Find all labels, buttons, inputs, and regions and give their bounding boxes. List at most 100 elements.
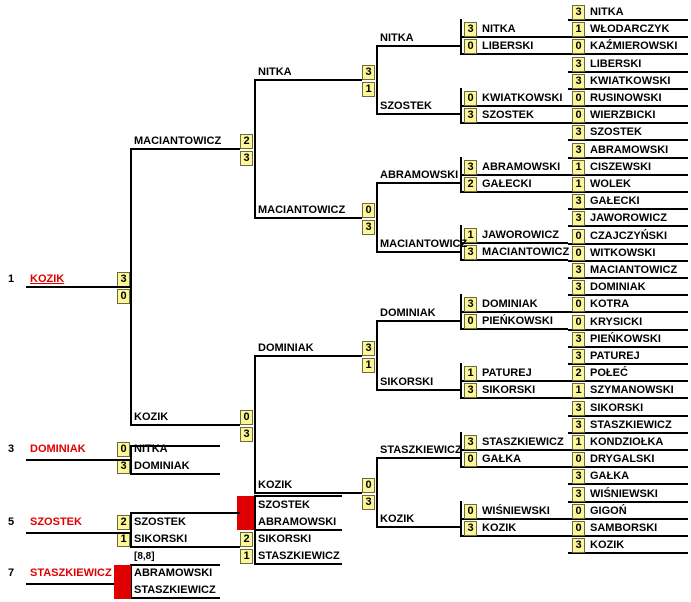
score-box: 0 xyxy=(464,452,477,467)
score-box: 3 xyxy=(572,263,585,278)
round1-player: JAWOROWICZ xyxy=(482,229,559,241)
score-box: 0 xyxy=(362,478,375,493)
round0-player: RUSINOWSKI xyxy=(590,92,662,104)
round3-player: NITKA xyxy=(258,66,292,78)
third-connector xyxy=(130,445,132,475)
round4-player: MACIANTOWICZ xyxy=(134,135,222,147)
round0-line xyxy=(568,243,688,245)
score-box: 3 xyxy=(572,211,585,226)
score-box: 1 xyxy=(572,383,585,398)
round2-connector xyxy=(376,320,378,391)
round2-player: STASZKIEWICZ xyxy=(380,444,462,456)
round1-player: KWIATKOWSKI xyxy=(482,92,563,104)
round0-line xyxy=(568,466,688,468)
round0-line xyxy=(568,139,688,141)
round2-line xyxy=(376,389,460,391)
round1-player: GAŁKA xyxy=(482,453,522,465)
round1-connector xyxy=(460,432,462,467)
score-box: 3 xyxy=(572,280,585,295)
round1-player: STASZKIEWICZ xyxy=(482,436,564,448)
round1-line xyxy=(460,380,568,382)
round1-player: ABRAMOWSKI xyxy=(482,161,561,173)
score-box: 3 xyxy=(572,74,585,89)
score-box: 3 xyxy=(572,349,585,364)
round0-line xyxy=(568,363,688,365)
round0-line xyxy=(568,225,688,227)
round2-connector xyxy=(376,182,378,253)
score-box: 1 xyxy=(572,160,585,175)
round0-player: DRYGALSKI xyxy=(590,453,655,465)
score-box: 3 xyxy=(362,220,375,235)
place-number-7: 7 xyxy=(8,567,15,579)
round0-line xyxy=(568,483,688,485)
round2-line xyxy=(376,526,460,528)
round1-line xyxy=(460,397,568,399)
round0-player: KOTRA xyxy=(590,298,630,310)
champion-line xyxy=(26,286,130,288)
place-number-3: 3 xyxy=(8,443,15,455)
round2-line xyxy=(376,182,460,184)
round1-line xyxy=(460,466,568,468)
round0-line xyxy=(568,191,688,193)
round1-connector xyxy=(460,501,462,536)
score-box: 0 xyxy=(464,504,477,519)
third-place-name: DOMINIAK xyxy=(30,443,86,455)
round0-line xyxy=(568,518,688,520)
score-box: 3 xyxy=(240,427,253,442)
third-player: NITKA xyxy=(134,443,168,455)
score-box: 3 xyxy=(464,160,477,175)
fifth-player: SZOSTEK xyxy=(134,516,186,528)
champion-name: KOZIK xyxy=(30,273,65,285)
round0-player: KONDZIOŁKA xyxy=(590,436,664,448)
score-box: 3 xyxy=(464,383,477,398)
round0-line xyxy=(568,449,688,451)
round0-player: GAŁKA xyxy=(590,470,630,482)
place-number-1: 1 xyxy=(8,273,15,285)
score-box: 3 xyxy=(572,57,585,72)
round3-player: KOZIK xyxy=(258,479,293,491)
fifth-line xyxy=(130,546,240,548)
round0-player: KWIATKOWSKI xyxy=(590,75,671,87)
round3-line xyxy=(254,492,362,494)
score-box: 3 xyxy=(572,5,585,20)
round3-player: DOMINIAK xyxy=(258,342,314,354)
round0-line xyxy=(568,71,688,73)
round2-line xyxy=(376,320,460,322)
round1-player: PATUREJ xyxy=(482,367,532,379)
round0-line xyxy=(568,122,688,124)
fifth-place-line xyxy=(26,532,130,534)
round0-player: WIŚNIEWSKI xyxy=(590,488,658,500)
round2-line xyxy=(376,457,460,459)
fifth-line xyxy=(130,512,240,514)
round0-player: KRYSICKI xyxy=(590,316,643,328)
round1-line xyxy=(460,449,568,451)
round1-line xyxy=(460,36,568,38)
score-box: 3 xyxy=(464,435,477,450)
round0-player: KAŹMIEROWSKI xyxy=(590,40,678,52)
score-box: 3 xyxy=(572,332,585,347)
round0-line xyxy=(568,157,688,159)
score-box: 1 xyxy=(117,532,130,547)
score-box: 1 xyxy=(572,177,585,192)
seventh-line xyxy=(130,564,220,566)
round0-line xyxy=(568,329,688,331)
round0-line xyxy=(568,294,688,296)
round1-player: MACIANTOWICZ xyxy=(482,246,570,258)
round0-player: SAMBORSKI xyxy=(590,522,658,534)
round0-player: WŁODARCZYK xyxy=(590,23,670,35)
round3-player: MACIANTOWICZ xyxy=(258,204,346,216)
round0-line xyxy=(568,397,688,399)
fifth-player: SIKORSKI xyxy=(134,533,188,545)
round0-line xyxy=(568,105,688,107)
score-box: 2 xyxy=(117,515,130,530)
round0-line xyxy=(568,311,688,313)
round2-line xyxy=(376,251,460,253)
score-box: 3 xyxy=(572,125,585,140)
round4-connector xyxy=(130,148,132,426)
fifth-semi-line xyxy=(254,529,342,531)
score-box: 3 xyxy=(464,245,477,260)
score-box: 3 xyxy=(572,418,585,433)
forfeit-marker xyxy=(114,582,131,599)
score-box: 1 xyxy=(464,228,477,243)
